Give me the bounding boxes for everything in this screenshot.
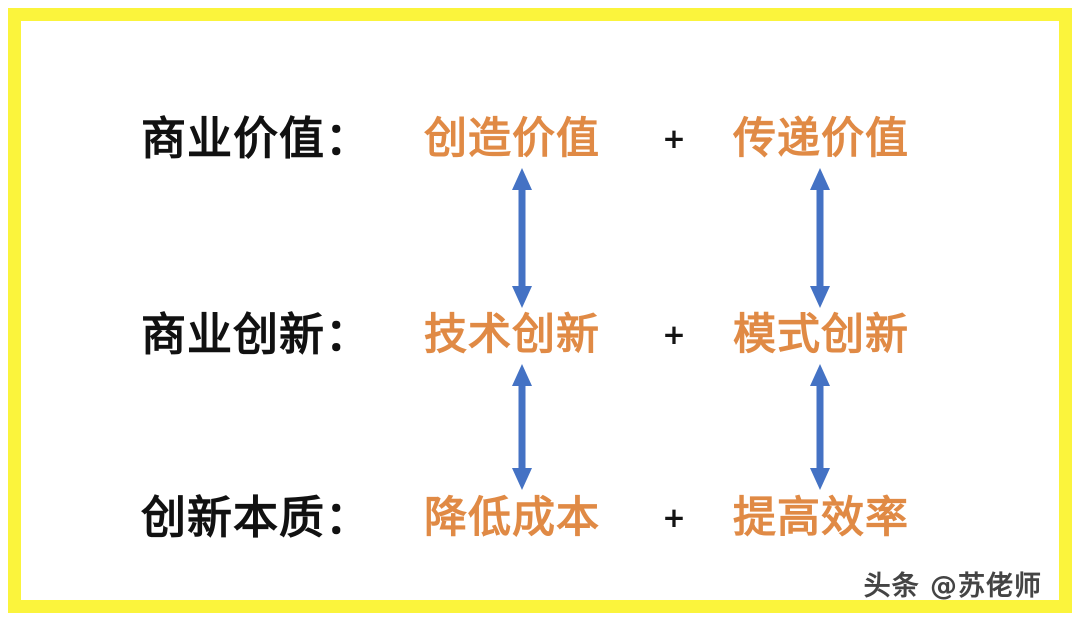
double-arrow-icon-left-upper [509,168,535,308]
double-arrow-icon-left-lower [509,364,535,490]
diagram-row-business-value: 商业价值： 创造价值 + 传递价值 [21,104,1059,174]
diagram-row-business-innovation: 商业创新： 技术创新 + 模式创新 [21,300,1059,370]
row-label-business-value: 商业价值： [140,112,371,165]
plus-operator-row1: + [662,122,686,155]
double-arrow-icon-right-upper [807,168,833,308]
term-technology-innovation: 技术创新 [424,310,600,360]
row-label-innovation-essence: 创新本质： [140,491,371,544]
diagram-area: 商业价值： 创造价值 + 传递价值 商业创新： 技术创新 + 模式 [21,21,1059,600]
term-deliver-value: 传递价值 [733,114,909,164]
diagram-row-innovation-essence: 创新本质： 降低成本 + 提高效率 [21,483,1059,553]
plus-operator-row2: + [662,318,686,351]
term-create-value: 创造价值 [424,114,600,164]
row-label-business-innovation: 商业创新： [140,308,371,361]
plus-operator-row3: + [662,501,686,534]
term-model-innovation: 模式创新 [733,310,909,360]
double-arrow-icon-right-lower [807,364,833,490]
term-improve-efficiency: 提高效率 [733,493,909,543]
term-reduce-cost: 降低成本 [424,493,600,543]
watermark: 头条 @苏佬师 [863,571,1042,602]
